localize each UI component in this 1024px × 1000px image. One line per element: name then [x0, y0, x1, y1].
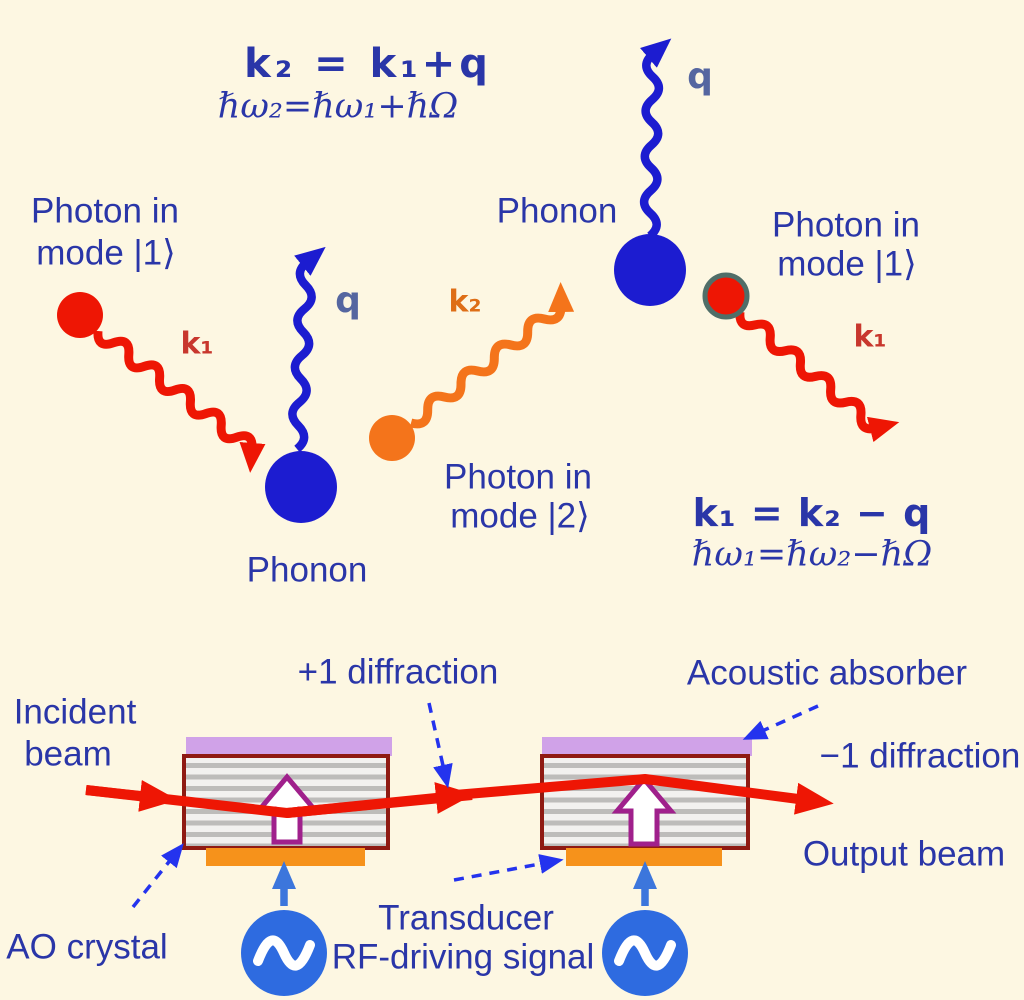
ao-crystal-label: AO crystal — [6, 927, 168, 967]
transducer-label-line1: Transducer — [378, 898, 554, 938]
anti-stokes-equation-omega: ℏω₁=ℏω₂−ℏΩ — [691, 534, 933, 575]
plus-one-beam-arrow — [286, 782, 474, 818]
transducer-strip-left — [206, 848, 365, 866]
incident-beam-arrow — [85, 780, 178, 812]
photon-mode1-right-label-line2: mode |1⟩ — [777, 244, 917, 284]
plus-one-pointer-arrow — [427, 702, 453, 789]
photon-k2-wavy-arrow — [409, 282, 575, 429]
transducer-pointer-arrow — [453, 854, 564, 882]
panel-b-setup — [85, 702, 834, 996]
photon-mode1-left-label-line2: mode |1⟩ — [36, 233, 176, 273]
photon-dot-red-right — [702, 272, 750, 320]
transducer-strip-right — [566, 848, 722, 866]
q-left-label: q — [335, 280, 361, 322]
incident-beam-label-line1: Incident — [13, 692, 137, 732]
acoustic-absorber-strip-left — [186, 737, 392, 756]
q-right-label: q — [687, 56, 713, 98]
acoustic-absorber-label: Acoustic absorber — [686, 653, 968, 693]
output-beam-label: Output beam — [802, 834, 1006, 874]
photon-k1-wavy-arrow-right — [735, 311, 900, 443]
acoustic-absorber-pointer-arrow — [742, 704, 819, 740]
sine-wave-icon-right — [614, 935, 676, 971]
k2-label: k₂ — [448, 284, 482, 320]
acoustic-wave-arrow-right — [611, 775, 677, 847]
phonon-q-wavy-arrow-left — [288, 246, 326, 453]
transducer-label-line2: RF-driving signal — [331, 937, 595, 977]
plus-one-diffraction-label: +1 diffraction — [297, 652, 499, 692]
ao-crystal-pointer-arrow — [131, 843, 184, 909]
phonon-q-wavy-arrow-right — [639, 38, 672, 240]
phonon-circle-right — [614, 234, 686, 306]
incident-beam-label-line2: beam — [24, 734, 112, 774]
anti-stokes-equation-k: k₁ = k₂ − q — [692, 491, 932, 536]
photon-mode1-left-label-line1: Photon in — [31, 191, 179, 231]
phonon-left-label: Phonon — [246, 550, 368, 590]
k1-left-label: k₁ — [180, 326, 214, 362]
panel-a-scattering — [57, 38, 900, 523]
minus-one-diffraction-label: −1 diffraction — [819, 736, 1021, 776]
phonon-circle-left — [265, 451, 337, 523]
photon-dot-red-left — [57, 292, 103, 338]
stokes-equation-omega: ℏω₂=ℏω₁+ℏΩ — [217, 86, 459, 127]
k1-right-label: k₁ — [853, 319, 887, 355]
photon-k1-wavy-arrow-left — [93, 330, 266, 473]
photon-mode1-right-label-line1: Photon in — [772, 205, 920, 245]
stokes-equation-k: k₂ = k₁+q — [244, 41, 492, 87]
photon-mode2-label-line2: mode |2⟩ — [450, 496, 590, 536]
output-beam-arrow — [454, 774, 834, 815]
photon-mode2-label-line1: Photon in — [444, 457, 592, 497]
photon-dot-orange — [369, 415, 415, 461]
phonon-right-label: Phonon — [496, 191, 618, 231]
acoustic-absorber-strip-right — [542, 737, 752, 756]
sine-wave-icon-left — [253, 935, 315, 971]
